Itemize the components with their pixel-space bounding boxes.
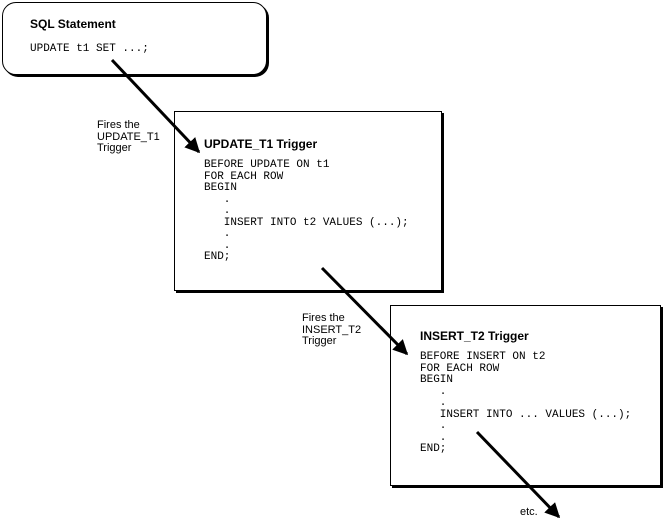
insert-t2-trigger-box: INSERT_T2 Trigger BEFORE INSERT ON t2 FO… [390, 305, 661, 486]
code-line: BEFORE INSERT ON t2 [420, 351, 546, 363]
code-line: . [204, 193, 231, 206]
sql-statement-code: UPDATE t1 SET ...; [30, 43, 149, 55]
label-line: Fires the [97, 119, 140, 131]
code-line: BEGIN [204, 182, 238, 194]
code-line: . [420, 420, 447, 432]
code-line: . [204, 205, 231, 217]
etc-label: etc. [520, 506, 538, 518]
fires-insert-t2-label: Fires the INSERT_T2 Trigger [302, 312, 361, 348]
code-line: FOR EACH ROW [420, 362, 500, 375]
code-line: . [420, 385, 447, 398]
update-t1-trigger-code: BEFORE UPDATE ON t1 FOR EACH ROW BEGIN .… [204, 159, 409, 264]
sql-statement-title: SQL Statement [30, 17, 116, 31]
code-line: FOR EACH ROW [204, 170, 284, 183]
code-line: INSERT INTO t2 VALUES (...); [204, 216, 409, 229]
code-line: END; [204, 251, 231, 263]
label-line: Trigger [302, 335, 337, 347]
insert-t2-trigger-title: INSERT_T2 Trigger [420, 329, 529, 343]
code-line: . [420, 431, 447, 444]
code-line: END; [420, 443, 447, 455]
code-line: BEFORE UPDATE ON t1 [204, 159, 330, 171]
label-line: Trigger [97, 142, 132, 154]
label-line: Fires the [302, 312, 345, 324]
update-t1-trigger-title: UPDATE_T1 Trigger [204, 137, 318, 151]
insert-t2-trigger-code: BEFORE INSERT ON t2 FOR EACH ROW BEGIN .… [420, 351, 632, 456]
sql-statement-box: SQL Statement UPDATE t1 SET ...; [2, 2, 267, 75]
code-line: INSERT INTO ... VALUES (...); [420, 408, 632, 421]
code-line: BEGIN [420, 374, 454, 386]
code-line: . [420, 397, 447, 409]
update-t1-trigger-box: UPDATE_T1 Trigger BEFORE UPDATE ON t1 FO… [174, 111, 442, 291]
code-line: . [204, 239, 231, 252]
fires-update-t1-label: Fires the UPDATE_T1 Trigger [97, 119, 160, 155]
code-line: . [204, 228, 231, 240]
